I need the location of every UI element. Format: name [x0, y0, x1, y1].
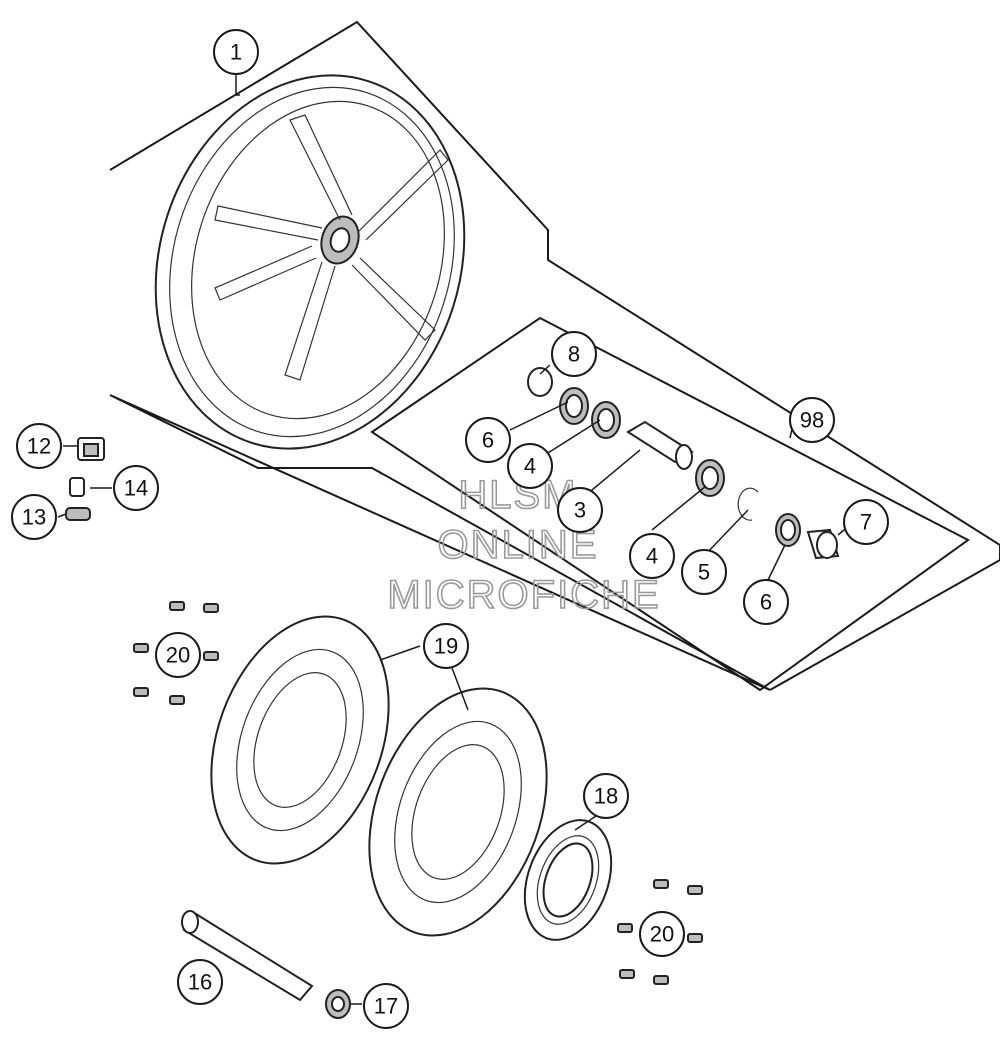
callout-12: 12: [16, 423, 62, 469]
callout-12-label: 12: [27, 434, 51, 459]
callout-13-label: 13: [22, 505, 46, 530]
callout-1-label: 1: [230, 40, 242, 65]
wheel-rim: [154, 74, 466, 450]
bearing-kit-outline: [370, 316, 970, 692]
wheel-spindle-part: [181, 910, 314, 1002]
callout-6-lower: 6: [743, 579, 789, 625]
spacer-7-part: [806, 528, 840, 560]
valve-sleeve-part: [69, 477, 85, 497]
callout-14-label: 14: [124, 476, 148, 501]
callout-20-left-label: 20: [166, 643, 190, 668]
callout-4-lower: 4: [629, 533, 675, 579]
callout-4-upper: 4: [507, 443, 553, 489]
screw-set-left: [133, 601, 219, 705]
callout-7: 7: [843, 499, 889, 545]
callout-19: 19: [423, 623, 469, 669]
circlip-5-part: [737, 487, 759, 521]
valve-cap-part: [77, 437, 105, 461]
callout-3: 3: [557, 487, 603, 533]
callout-20-right-label: 20: [650, 922, 674, 947]
callout-6-upper: 6: [465, 417, 511, 463]
callout-16-label: 16: [188, 970, 212, 995]
callout-4-upper-label: 4: [524, 454, 536, 479]
callout-14: 14: [113, 465, 159, 511]
callout-8-label: 8: [568, 342, 580, 367]
callout-3-label: 3: [574, 498, 586, 523]
valve-stem-part: [65, 507, 91, 521]
callout-1: 1: [213, 29, 259, 75]
callouts: 1 3 4 4 5 6 6 7: [11, 29, 889, 1029]
abs-sensor-ring-part: [523, 819, 613, 941]
distance-sleeve-3-part: [626, 420, 694, 470]
callout-4-lower-label: 4: [646, 544, 658, 569]
callout-98: 98: [789, 397, 835, 443]
wheel-spokes: [214, 114, 449, 381]
callout-7-label: 7: [860, 510, 872, 535]
watermark: HLSM ONLINE MICROFICHE: [387, 472, 660, 618]
callout-5: 5: [681, 549, 727, 595]
screw-set-right: [617, 879, 703, 985]
brake-disc-right: [368, 687, 548, 937]
callout-20-left: 20: [155, 632, 201, 678]
bearing-4a-part: [591, 401, 621, 439]
seal-6b-part: [775, 513, 801, 547]
callout-18-label: 18: [594, 784, 618, 809]
callout-17: 17: [363, 983, 409, 1029]
brake-disc-left: [210, 615, 390, 865]
callout-16: 16: [177, 959, 223, 1005]
callout-18: 18: [583, 773, 629, 819]
callout-6-upper-label: 6: [482, 428, 494, 453]
callout-19-label: 19: [434, 634, 458, 659]
leader-lines: [57, 75, 851, 1005]
wheel-group-outline: [109, 20, 1000, 691]
callout-6-lower-label: 6: [760, 590, 772, 615]
callout-17-label: 17: [374, 994, 398, 1019]
callout-13: 13: [11, 494, 57, 540]
callout-8: 8: [551, 331, 597, 377]
callout-20-right: 20: [639, 911, 685, 957]
spacer-8-part: [527, 367, 553, 397]
callout-5-label: 5: [698, 560, 710, 585]
seal-6a-part: [559, 387, 589, 425]
spindle-nut-part: [325, 989, 351, 1019]
watermark-line-3: MICROFICHE: [387, 573, 660, 617]
bearing-4b-part: [695, 459, 725, 497]
callout-98-label: 98: [800, 408, 824, 433]
